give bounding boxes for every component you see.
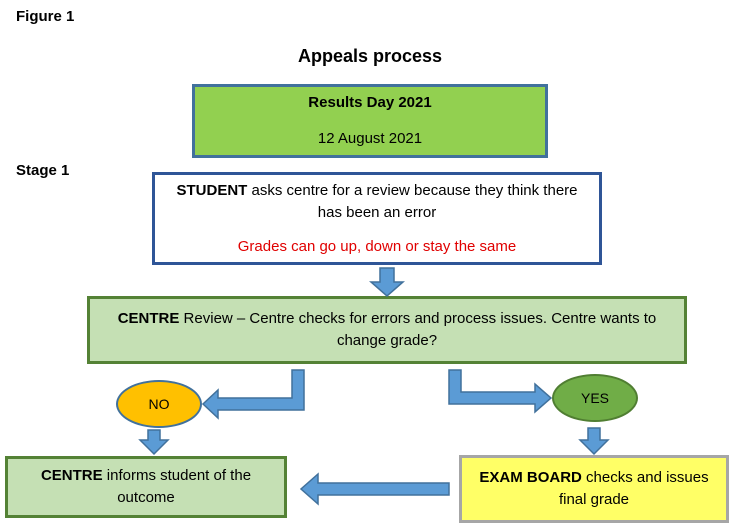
student-box: STUDENT asks centre for a review because… (152, 172, 602, 265)
arrow-no-to-centre-informs (138, 429, 170, 456)
student-text: STUDENT asks centre for a review because… (169, 180, 585, 224)
centre-review-actor: CENTRE (117, 310, 180, 327)
centre-review-text: CENTRE Review – Centre checks for errors… (104, 308, 670, 352)
exam-board-actor: EXAM BOARD (479, 469, 582, 486)
centre-informs-description: informs student of the outcome (102, 467, 252, 506)
arrow-exam-board-to-centre-informs (299, 472, 450, 506)
yes-oval: YES (552, 374, 638, 422)
no-oval: NO (116, 380, 202, 428)
stage-label: Stage 1 (16, 162, 70, 179)
page-title: Appeals process (297, 46, 443, 66)
student-actor: STUDENT (176, 181, 248, 199)
exam-board-description: checks and issues final grade (558, 469, 709, 508)
student-note: Grades can go up, down or stay the same (237, 237, 517, 255)
figure-label: Figure 1 (16, 8, 75, 25)
exam-board-box: EXAM BOARD checks and issues final grade (459, 455, 729, 523)
no-label: NO (148, 396, 170, 412)
arrow-review-to-yes (448, 369, 553, 414)
arrow-yes-to-exam-board (578, 427, 610, 456)
results-heading: Results Day 2021 (308, 94, 432, 111)
yes-label: YES (580, 390, 609, 406)
arrow-review-to-no (201, 369, 305, 420)
centre-review-description: Review – Centre checks for errors and pr… (179, 310, 657, 349)
results-day-box: Results Day 2021 12 August 2021 (192, 84, 548, 158)
centre-informs-box: CENTRE informs student of the outcome (5, 456, 287, 518)
centre-informs-actor: CENTRE (40, 467, 103, 484)
results-date: 12 August 2021 (317, 130, 423, 147)
student-description: asks centre for a review because they th… (247, 181, 578, 221)
exam-board-text: EXAM BOARD checks and issues final grade (472, 467, 716, 511)
centre-informs-text: CENTRE informs student of the outcome (18, 465, 274, 509)
arrow-down-to-review (369, 267, 405, 297)
centre-review-box: CENTRE Review – Centre checks for errors… (87, 296, 687, 364)
